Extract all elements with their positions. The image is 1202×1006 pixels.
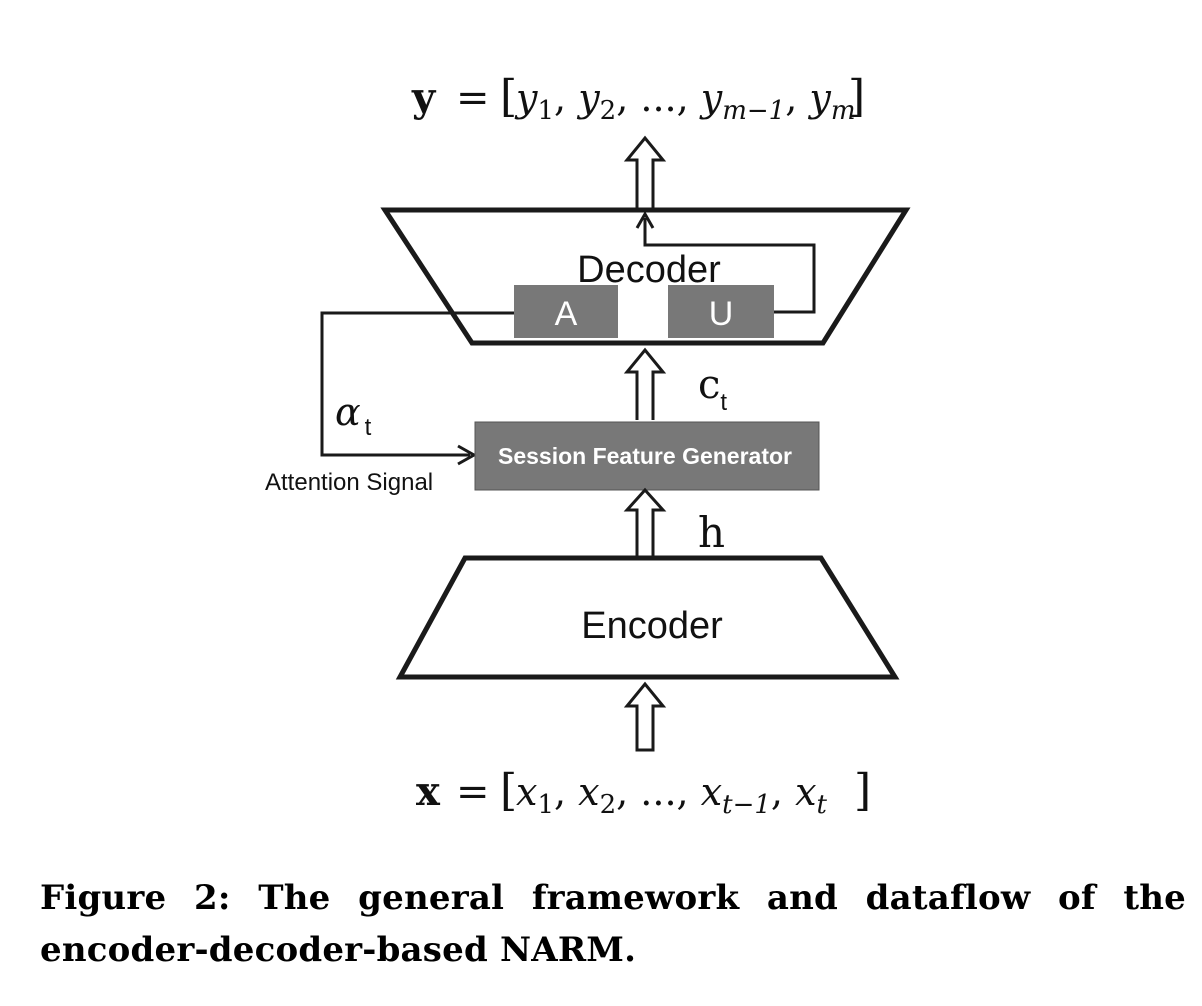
output-sequence: y = [ y1, y2, ..., ym−1, ym ]: [411, 71, 865, 126]
hollow-arrow-context: ct: [623, 347, 727, 420]
attention-arrowhead: [457, 444, 478, 466]
hollow-arrow-hidden: h: [623, 487, 725, 557]
hollow-arrow-input: [623, 681, 667, 752]
output-close-bracket: ]: [848, 71, 865, 122]
encoder-block: Encoder: [395, 555, 900, 680]
feedback-loop-line: [643, 218, 816, 314]
sfg-label: Session Feature Generator: [498, 443, 792, 469]
sfg-block: [474, 421, 820, 491]
session-feature-generator: Session Feature Generator: [474, 421, 820, 491]
decoder-label: Decoder: [577, 249, 721, 291]
decoder-block: Decoder A U: [380, 207, 911, 346]
caption-line-2: encoder-decoder-based NARM.: [40, 930, 637, 970]
input-open-bracket: [: [500, 765, 517, 816]
input-equals: =: [456, 769, 490, 815]
attention-block: [514, 285, 618, 338]
output-open-bracket: [: [500, 71, 517, 122]
output-equals: =: [456, 75, 490, 121]
hollow-arrow-output: [623, 135, 667, 210]
feedback-loop-arrowhead: [635, 210, 655, 229]
attention-block-label: A: [555, 295, 578, 333]
update-block-label: U: [709, 295, 734, 333]
output-item-y1: y1, y2, ..., ym−1, ym: [514, 76, 856, 126]
input-var: x: [416, 768, 441, 815]
input-sequence: x = [ x1, x2, ..., xt−1, xt ]: [416, 765, 871, 820]
context-label: ct: [698, 362, 727, 416]
update-block: [668, 285, 774, 338]
attention-line: [320, 311, 514, 457]
input-close-bracket: ]: [854, 765, 871, 816]
hidden-label: h: [698, 508, 725, 557]
input-items: x1, x2, ..., xt−1, xt: [516, 770, 828, 820]
encoder-label: Encoder: [581, 605, 723, 647]
output-var: y: [411, 74, 437, 121]
caption-line-1: Figure 2: The general framework and data…: [40, 878, 1186, 918]
attention-signal-label: Attention Signal: [265, 469, 433, 496]
figure-caption: Figure 2: The general framework and data…: [40, 872, 1186, 976]
encoder-shape: [395, 555, 900, 680]
